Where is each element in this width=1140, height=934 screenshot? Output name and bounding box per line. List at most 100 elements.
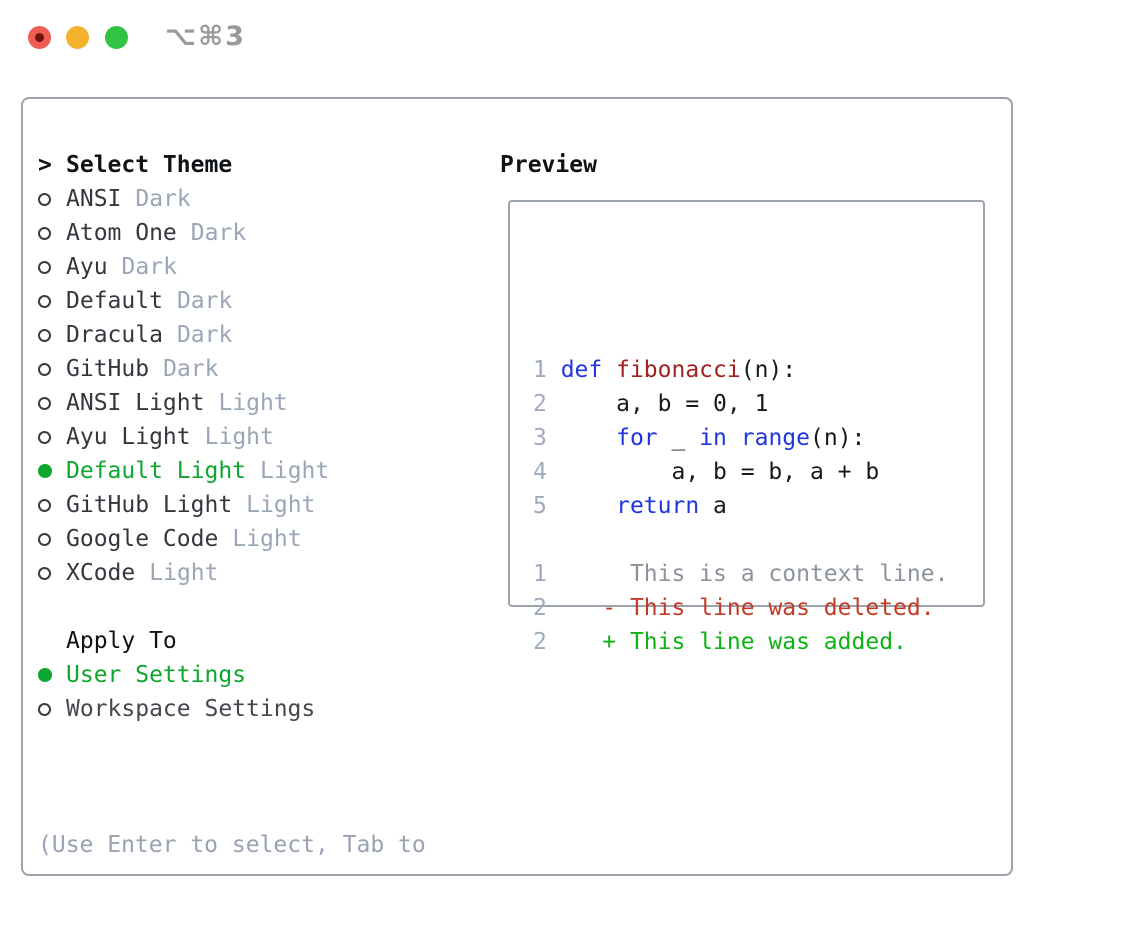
radio-marker: [38, 566, 66, 580]
theme-item-github[interactable]: GitHub Dark: [38, 352, 329, 386]
preview-line: 1 def fibonacci(n):: [533, 353, 948, 387]
theme-variant: Dark: [190, 220, 247, 246]
help-text: (Use Enter to select, Tab to change focu…: [38, 760, 426, 934]
radio-marker: [38, 702, 66, 716]
code-segment-kw: for: [616, 425, 658, 451]
theme-item-default[interactable]: Default Dark: [38, 284, 329, 318]
preview-line: 2 a, b = 0, 1: [533, 387, 948, 421]
radio-icon: [38, 226, 51, 240]
radio-marker: [38, 430, 66, 444]
code-segment-kw: def: [560, 357, 617, 383]
prompt-icon: >: [38, 152, 52, 178]
theme-name: Default Light: [66, 458, 247, 484]
theme-variant: Light: [204, 424, 274, 450]
code-segment-ctx: This is a context line.: [546, 561, 949, 587]
code-segment-kw: return: [616, 493, 700, 519]
code-segment-num: 4: [533, 459, 561, 485]
theme-name: Google Code: [66, 526, 219, 552]
apply-to-header-row: Apply To: [38, 624, 315, 658]
radio-icon: [38, 192, 51, 206]
radio-marker: [38, 396, 66, 410]
radio-icon: [38, 702, 51, 716]
theme-name: Ayu: [66, 254, 108, 280]
theme-name: Default: [66, 288, 163, 314]
theme-item-default-light[interactable]: Default Light Light: [38, 454, 329, 488]
apply-option-user-settings[interactable]: User Settings: [38, 658, 315, 692]
code-segment-fn: fibonacci: [616, 357, 741, 383]
theme-name: Atom One: [66, 220, 177, 246]
code-segment-pl: _: [657, 425, 700, 451]
minimize-button[interactable]: [66, 26, 89, 49]
apply-option-workspace-settings[interactable]: Workspace Settings: [38, 692, 315, 726]
radio-icon: [38, 294, 51, 308]
code-segment-del: - This line was deleted.: [546, 595, 935, 621]
preview-line: 1 This is a context line.: [533, 557, 948, 591]
radio-icon: [38, 362, 51, 376]
close-button[interactable]: [28, 26, 51, 49]
theme-variant: Light: [232, 526, 302, 552]
preview-line: [533, 523, 948, 557]
radio-icon: [38, 396, 51, 410]
theme-variant: Dark: [176, 288, 233, 314]
code-segment-num: 1: [533, 357, 561, 383]
apply-option-label: Workspace Settings: [66, 696, 316, 722]
code-segment-pl: [561, 425, 616, 451]
preview-line: 2 - This line was deleted.: [533, 591, 948, 625]
radio-icon: [38, 566, 51, 580]
help-line-2: change focus): [38, 930, 426, 934]
theme-variant: Dark: [163, 356, 219, 382]
preview-box: [508, 200, 985, 607]
code-segment-kw: range: [740, 425, 810, 451]
code-segment-num: 2: [533, 391, 561, 417]
radio-icon: [38, 328, 51, 342]
radio-marker: [38, 328, 66, 342]
theme-item-dracula[interactable]: Dracula Dark: [38, 318, 329, 352]
preview-line: 4 a, b = b, a + b: [533, 455, 948, 489]
theme-item-ansi[interactable]: ANSI Dark: [38, 182, 329, 216]
code-segment-num: 3: [533, 425, 561, 451]
preview-line: 2 + This line was added.: [533, 625, 948, 659]
theme-variant: Light: [246, 492, 316, 518]
radio-marker: [38, 294, 66, 308]
theme-name: GitHub: [66, 356, 150, 382]
radio-marker: [38, 464, 66, 478]
radio-selected-icon: [38, 668, 52, 682]
preview-line: 3 for _ in range(n):: [533, 421, 948, 455]
code-segment-pl: [727, 425, 741, 451]
radio-marker: [38, 260, 66, 274]
theme-variant: Dark: [176, 322, 233, 348]
theme-item-google-code[interactable]: Google Code Light: [38, 522, 329, 556]
code-segment-pl: [561, 493, 616, 519]
radio-icon: [38, 430, 51, 444]
zoom-button[interactable]: [105, 26, 128, 49]
code-segment-pl: a, b = b, a + b: [560, 459, 880, 485]
radio-selected-icon: [38, 464, 52, 478]
radio-icon: [38, 532, 51, 546]
help-line-1: (Use Enter to select, Tab to: [38, 832, 426, 858]
apply-option-label: User Settings: [66, 662, 247, 688]
radio-marker: [38, 192, 66, 206]
code-segment-add: + This line was added.: [546, 629, 907, 655]
theme-variant: Dark: [135, 186, 191, 212]
apply-to-title: Apply To: [66, 628, 177, 654]
theme-variant: Light: [260, 458, 330, 484]
code-segment-num: 1: [533, 561, 547, 587]
theme-name: Dracula: [66, 322, 163, 348]
theme-variant: Light: [218, 390, 288, 416]
radio-marker: [38, 362, 66, 376]
code-segment-kw: in: [699, 425, 727, 451]
theme-name: ANSI: [66, 186, 122, 212]
theme-name: XCode: [66, 560, 136, 586]
theme-item-atom-one[interactable]: Atom One Dark: [38, 216, 329, 250]
theme-list-title: Select Theme: [66, 152, 233, 178]
code-segment-pl: a: [699, 493, 727, 519]
radio-marker: [38, 498, 66, 512]
